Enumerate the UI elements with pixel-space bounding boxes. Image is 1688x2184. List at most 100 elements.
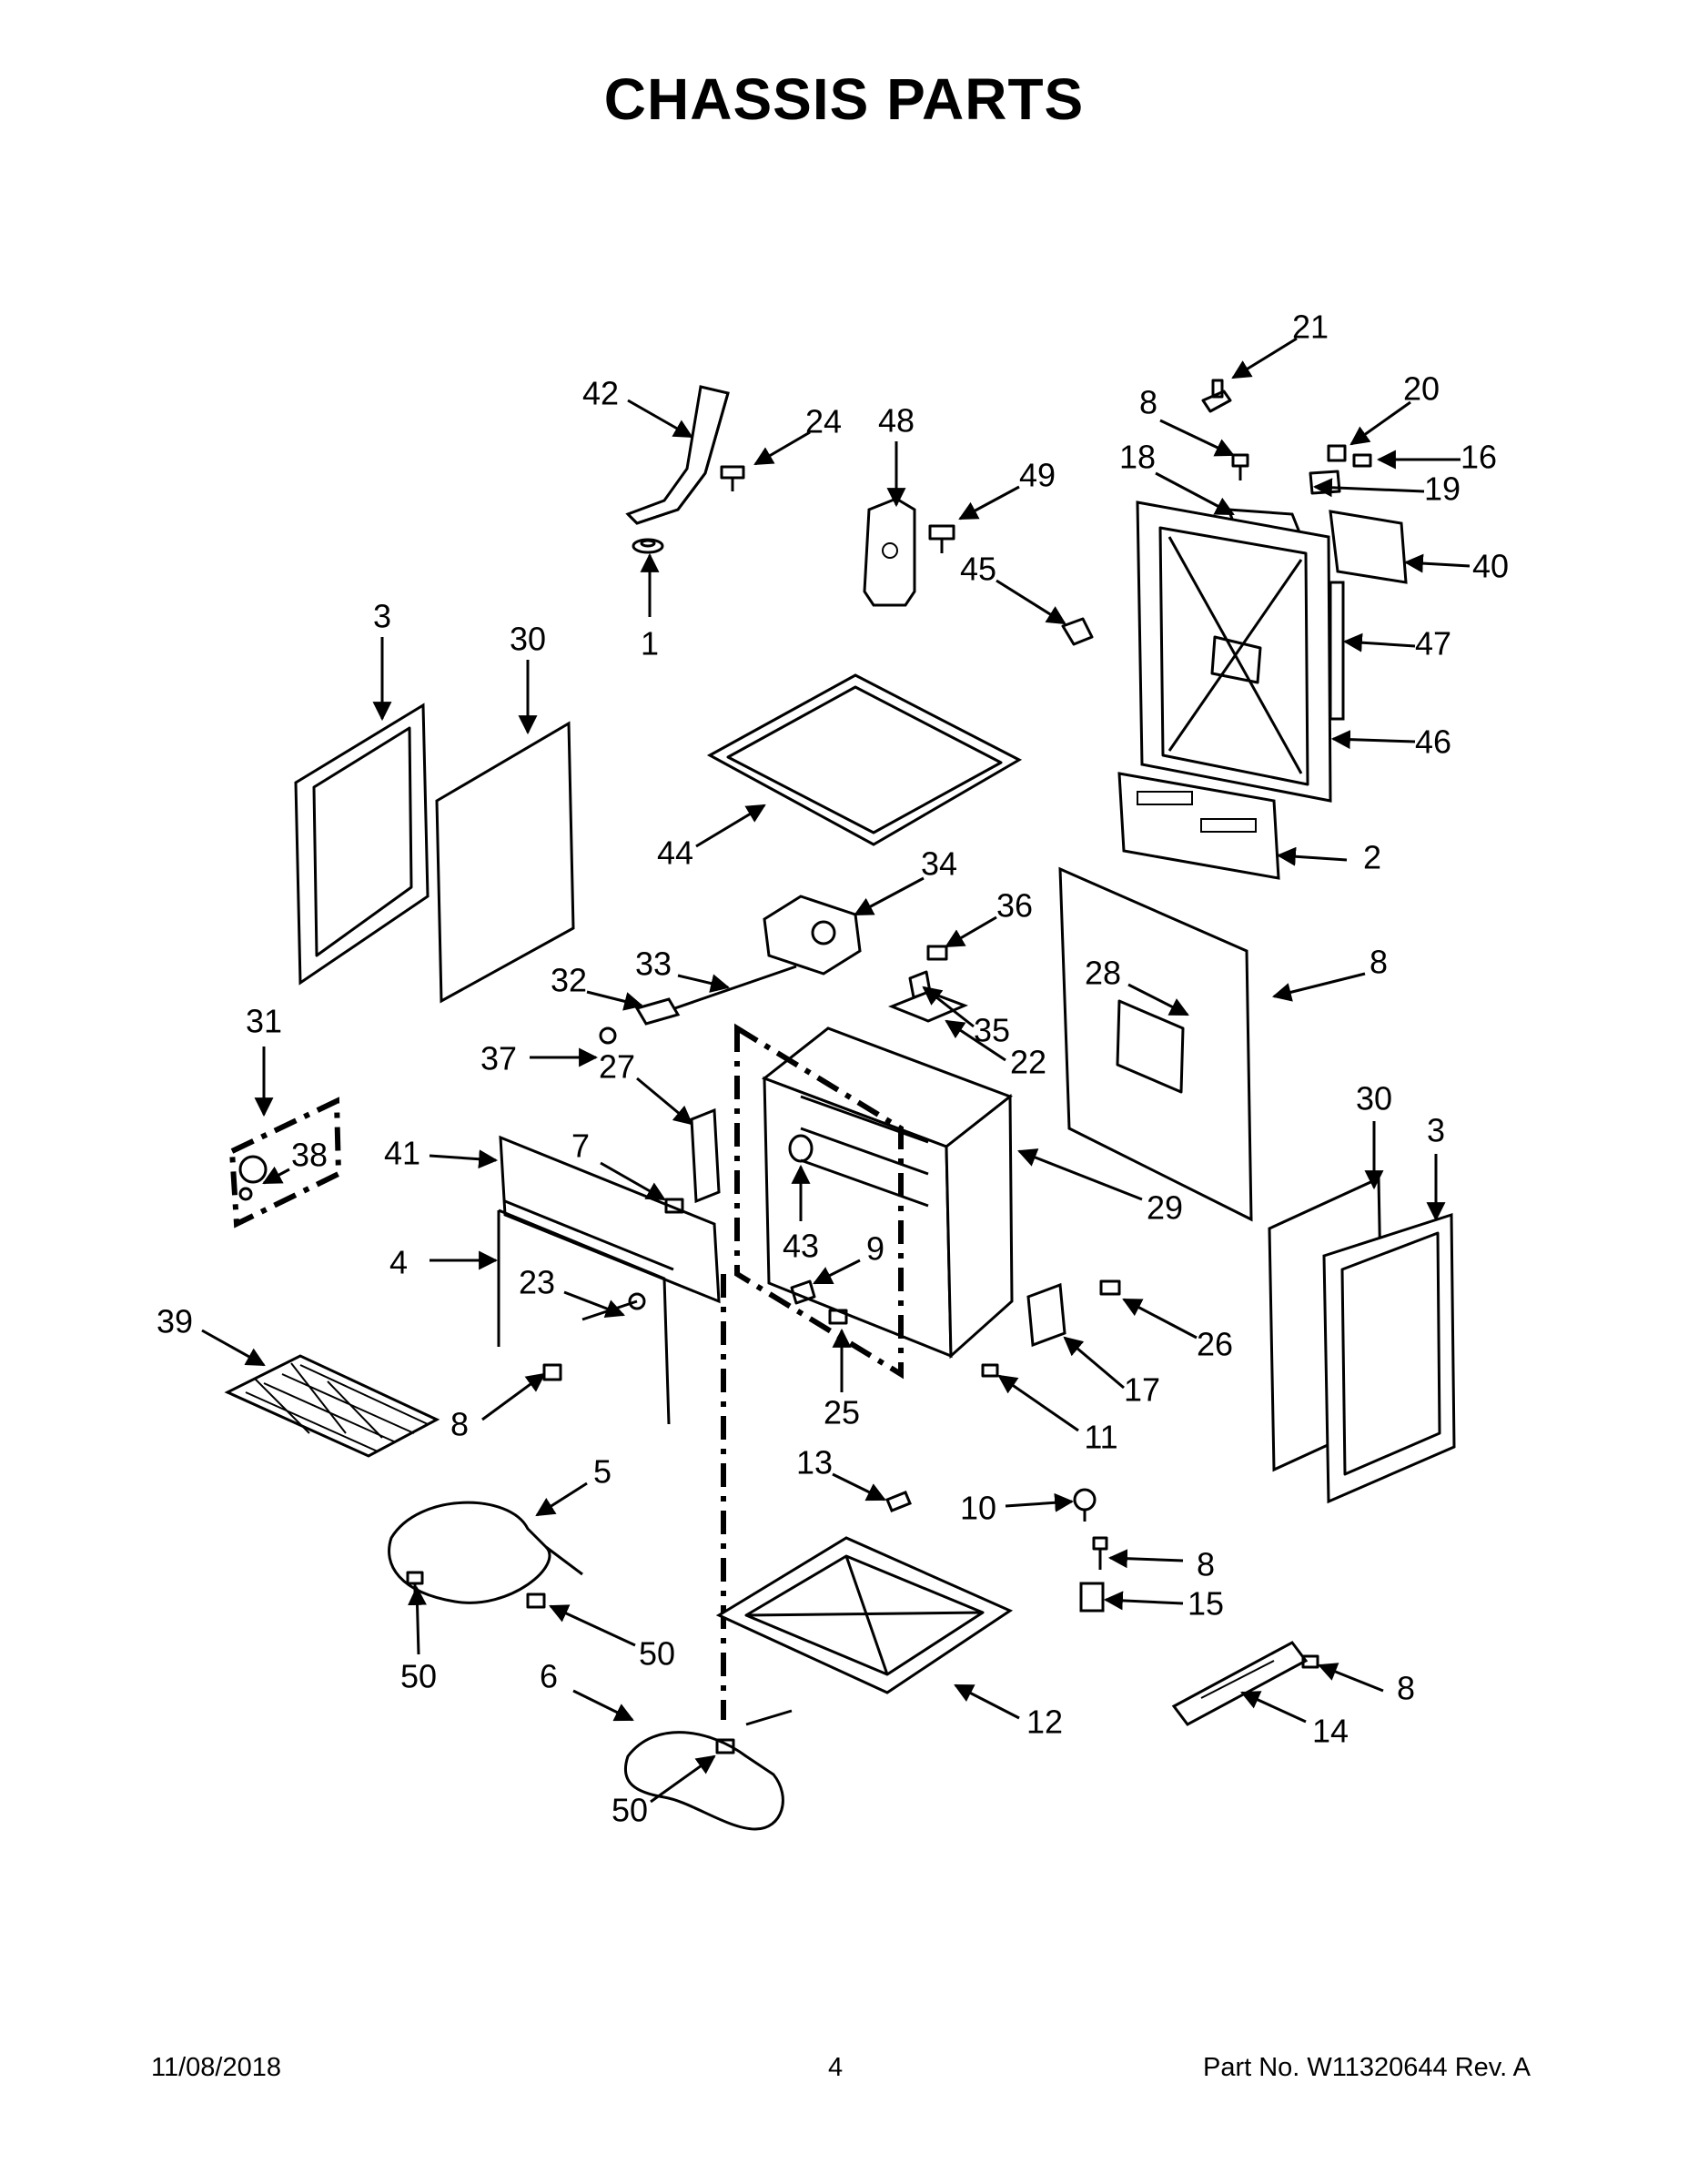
- part-49-screw: [928, 524, 955, 553]
- part-30-side-panel-left: [435, 721, 575, 1004]
- page-title: CHASSIS PARTS: [603, 66, 1085, 132]
- callout-label-28: 28: [1085, 955, 1121, 992]
- part-23-hinge-pin: [581, 1292, 646, 1321]
- leader-arrow-50: [549, 1604, 636, 1647]
- leader-arrow-29: [1017, 1148, 1143, 1201]
- callout-label-29: 29: [1147, 1189, 1183, 1227]
- leader-arrow-26: [1122, 1298, 1198, 1340]
- part-door-fasteners: [542, 1198, 684, 1381]
- callout-label-4: 4: [389, 1244, 408, 1281]
- leader-arrow-8: [1107, 1549, 1184, 1569]
- part-34-motor: [763, 895, 862, 976]
- part-2-vent-panel: [1117, 772, 1280, 880]
- callout-label-22: 22: [1010, 1044, 1046, 1081]
- part-44-top-panel: [706, 673, 1023, 846]
- part-cavity-fasteners: [790, 1279, 999, 1378]
- leader-arrow-7: [600, 1161, 666, 1201]
- part-13-clip: [885, 1491, 912, 1512]
- leader-arrow-13: [832, 1472, 886, 1502]
- callout-label-38: 38: [291, 1137, 328, 1174]
- callout-label-27: 27: [599, 1048, 635, 1086]
- leader-arrow-36: [945, 915, 997, 948]
- callout-label-24: 24: [805, 403, 842, 440]
- part-front-frame: [721, 1023, 904, 1720]
- leader-arrow-21: [1231, 337, 1298, 379]
- leader-arrows: [201, 337, 1471, 1804]
- part-17-26-bracket: [1026, 1279, 1121, 1348]
- callout-label-31: 31: [246, 1003, 282, 1040]
- part-3-side-frame-right: [1322, 1212, 1456, 1504]
- callout-label-30: 30: [510, 621, 546, 658]
- leader-arrow-9: [813, 1259, 861, 1285]
- leader-arrow-8: [1159, 419, 1235, 457]
- callout-label-30: 30: [1356, 1080, 1392, 1117]
- leader-arrow-14: [1240, 1691, 1307, 1724]
- callout-label-41: 41: [384, 1135, 420, 1172]
- callout-label-50: 50: [639, 1635, 675, 1673]
- leader-arrow-5: [535, 1481, 588, 1517]
- callout-label-13: 13: [796, 1444, 833, 1481]
- callout-label-47: 47: [1415, 625, 1451, 662]
- part-3-side-frame-left: [294, 703, 430, 986]
- callout-label-32: 32: [551, 962, 587, 999]
- callout-label-23: 23: [519, 1264, 555, 1301]
- leader-arrow-28: [1127, 983, 1189, 1016]
- callout-label-36: 36: [996, 887, 1033, 925]
- callout-label-10: 10: [960, 1490, 996, 1527]
- callout-label-11: 11: [1084, 1419, 1117, 1456]
- callout-label-42: 42: [582, 375, 619, 412]
- leader-arrow-22: [945, 1019, 1006, 1062]
- callout-label-33: 33: [635, 945, 672, 983]
- callout-label-15: 15: [1188, 1585, 1224, 1623]
- leader-arrow-35: [922, 986, 975, 1028]
- leader-arrow-49: [958, 485, 1020, 521]
- leader-arrow-33: [677, 974, 731, 993]
- leader-arrow-8: [481, 1372, 546, 1421]
- leader-arrow-41: [429, 1149, 499, 1169]
- part-4-door-gasket: [497, 1199, 674, 1425]
- callout-label-25: 25: [824, 1394, 860, 1431]
- leader-arrow-47: [1342, 632, 1416, 652]
- callout-label-48: 48: [878, 402, 915, 440]
- callout-label-50: 50: [612, 1792, 648, 1829]
- callout-label-20: 20: [1403, 370, 1440, 408]
- leader-arrow-42: [627, 399, 693, 439]
- callout-label-34: 34: [921, 845, 957, 883]
- callout-label-1: 1: [641, 625, 659, 662]
- leader-arrow-18: [1155, 471, 1235, 516]
- callout-label-8: 8: [1397, 1670, 1415, 1707]
- leader-arrow-20: [1349, 400, 1411, 446]
- leader-arrow-27: [636, 1077, 693, 1126]
- footer-part-number: Part No. W11320644 Rev. A: [1202, 2053, 1531, 2082]
- callout-label-46: 46: [1415, 723, 1451, 761]
- callout-label-5: 5: [593, 1453, 612, 1491]
- callout-label-8: 8: [450, 1406, 469, 1443]
- leader-arrow-45: [996, 579, 1066, 625]
- part-21-bracket: [1201, 379, 1232, 413]
- callout-label-9: 9: [866, 1230, 884, 1268]
- part-43-light: [788, 1134, 814, 1163]
- callout-label-16: 16: [1461, 439, 1497, 476]
- callout-label-8: 8: [1139, 384, 1157, 421]
- part-50-screws: [406, 1571, 735, 1754]
- leader-arrow-19: [1312, 478, 1425, 498]
- part-46-rear-panel: [1136, 500, 1332, 803]
- callout-label-44: 44: [657, 834, 693, 872]
- leader-arrow-50: [408, 1585, 428, 1655]
- part-24-screw: [720, 465, 745, 491]
- part-37-screw: [599, 1026, 617, 1045]
- callout-label-21: 21: [1292, 308, 1329, 346]
- part-47-strip: [1329, 581, 1345, 721]
- leader-arrow-6: [572, 1689, 634, 1722]
- callout-label-14: 14: [1312, 1713, 1349, 1750]
- callout-label-49: 49: [1019, 457, 1056, 494]
- callout-label-6: 6: [540, 1658, 558, 1695]
- part-48-bracket: [863, 497, 916, 607]
- callout-label-8: 8: [1197, 1546, 1215, 1583]
- part-6-broil-element: [623, 1709, 793, 1831]
- footer-page-number: 4: [828, 2053, 844, 2082]
- leader-arrow-12: [954, 1684, 1020, 1720]
- callout-label-7: 7: [571, 1127, 590, 1165]
- callout-label-18: 18: [1119, 439, 1156, 476]
